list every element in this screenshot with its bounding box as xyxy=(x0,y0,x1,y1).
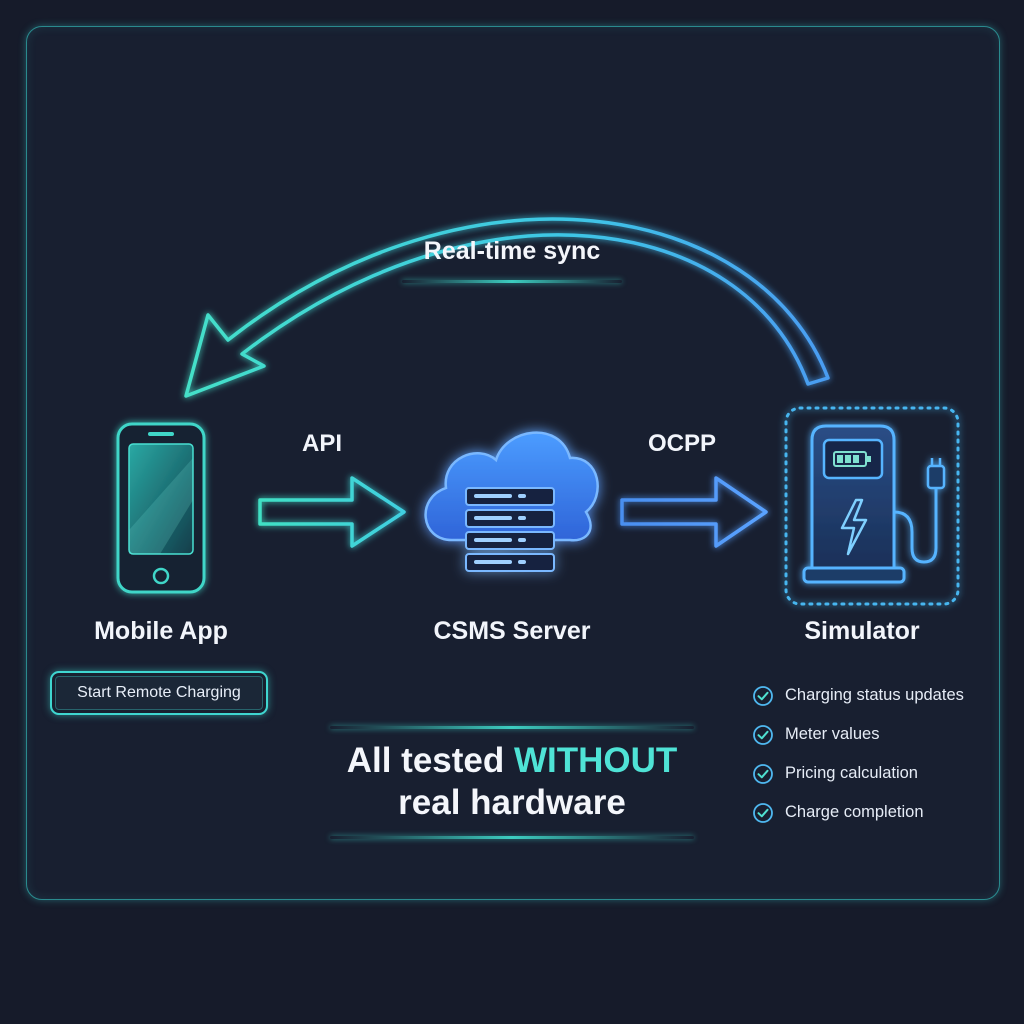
sync-label: Real-time sync xyxy=(423,237,601,265)
check-circle-icon xyxy=(753,802,773,823)
sync-arc-arrow xyxy=(184,217,830,398)
checklist-item-label: Charge completion xyxy=(785,803,924,821)
mobile-app-label: Mobile App xyxy=(94,617,228,645)
check-circle-icon xyxy=(753,685,773,706)
headline-top-rule xyxy=(330,726,694,729)
checklist-item: Charge completion xyxy=(752,793,964,832)
checklist-item-label: Pricing calculation xyxy=(785,764,918,782)
ev-charger-icon xyxy=(784,406,960,606)
checklist-item: Meter values xyxy=(752,715,964,754)
headline-accent: WITHOUT xyxy=(513,741,678,780)
check-circle-icon xyxy=(753,763,773,784)
checklist-item: Pricing calculation xyxy=(752,754,964,793)
checklist-item-label: Charging status updates xyxy=(785,686,964,704)
headline: All tested WITHOUT real hardware xyxy=(347,740,678,824)
api-arrow xyxy=(258,476,406,548)
check-circle-icon xyxy=(753,724,773,745)
ocpp-arrow xyxy=(620,476,768,548)
start-remote-charging-label: Start Remote Charging xyxy=(77,684,241,701)
csms-server-label: CSMS Server xyxy=(433,617,591,645)
headline-part-1: All tested xyxy=(346,741,505,780)
smartphone-icon xyxy=(116,422,206,594)
headline-bottom-rule xyxy=(330,836,694,839)
start-remote-charging-button[interactable]: Start Remote Charging xyxy=(50,671,268,715)
simulator-label: Simulator xyxy=(804,617,920,645)
cloud-server-icon xyxy=(424,431,599,572)
checklist-item-label: Meter values xyxy=(785,725,880,743)
checklist-item: Charging status updates xyxy=(752,676,964,715)
api-label: API xyxy=(301,430,343,457)
headline-line-2: real hardware xyxy=(398,783,626,822)
headline-line-1: All tested WITHOUT xyxy=(347,740,678,782)
ocpp-label: OCPP xyxy=(647,430,717,457)
simulator-checklist: Charging status updates Meter values Pri… xyxy=(752,676,964,832)
sync-label-underline xyxy=(402,280,622,283)
